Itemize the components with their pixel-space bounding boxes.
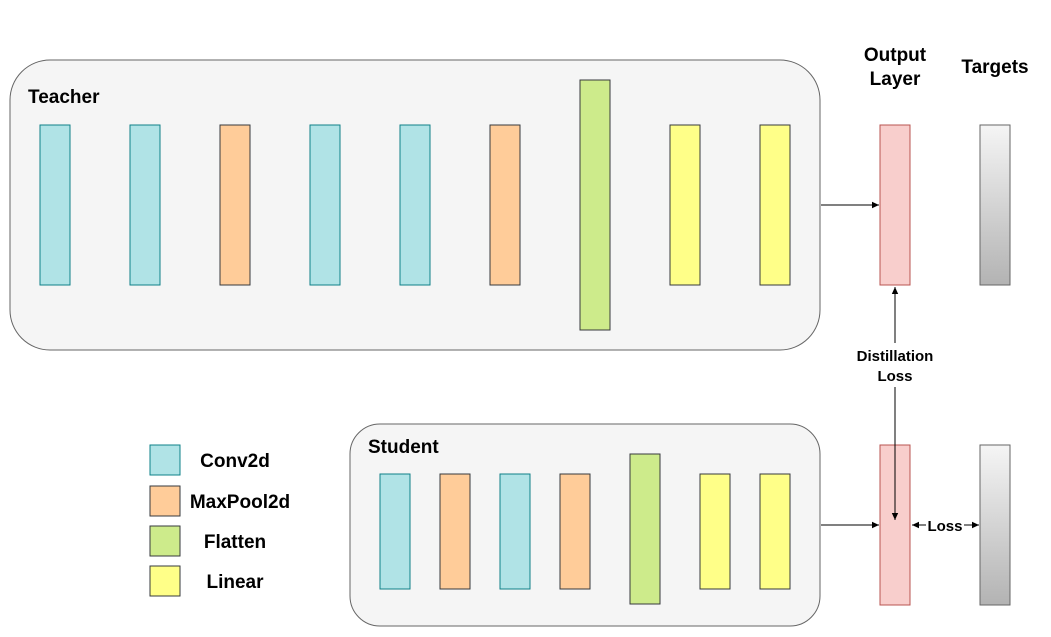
teacher-maxpool2d-layer [219,124,251,286]
legend-swatch-conv2d [149,444,181,476]
legend-label-maxpool2d: MaxPool2d [190,492,290,513]
student-maxpool2d-layer [439,473,471,590]
targets-header: Targets [961,57,1028,78]
teacher-targets [979,124,1011,286]
teacher-conv2d-layer [309,124,341,286]
legend-swatch-flatten [149,525,181,557]
legend-label-flatten: Flatten [204,532,266,553]
teacher-linear-layer [669,124,701,286]
teacher-layers [39,79,791,331]
student-targets [979,444,1011,606]
loss-label: Loss [927,518,962,535]
student-maxpool2d-layer [559,473,591,590]
legend-swatch-linear [149,565,181,597]
output-layer-header-line1: Output [864,45,927,66]
distillation-loss-label-line1: Distillation [857,348,934,365]
teacher-flatten-layer [579,79,611,331]
student-title: Student [368,437,439,458]
student-conv2d-layer [499,473,531,590]
teacher-output-layer [879,124,911,286]
teacher-title: Teacher [28,87,100,108]
distillation-loss-label-line2: Loss [877,368,912,385]
distillation-label-bg [850,344,940,386]
teacher-conv2d-layer [399,124,431,286]
teacher-conv2d-layer [129,124,161,286]
output-layer-header-line2: Layer [870,69,921,90]
legend-label-linear: Linear [206,572,264,593]
legend-label-conv2d: Conv2d [200,451,270,472]
teacher-linear-layer [759,124,791,286]
teacher-conv2d-layer [39,124,71,286]
legend-swatch-maxpool2d [149,485,181,517]
student-linear-layer [759,473,791,590]
student-flatten-layer [629,453,661,605]
teacher-maxpool2d-layer [489,124,521,286]
student-layers [379,453,791,605]
student-conv2d-layer [379,473,411,590]
student-linear-layer [699,473,731,590]
